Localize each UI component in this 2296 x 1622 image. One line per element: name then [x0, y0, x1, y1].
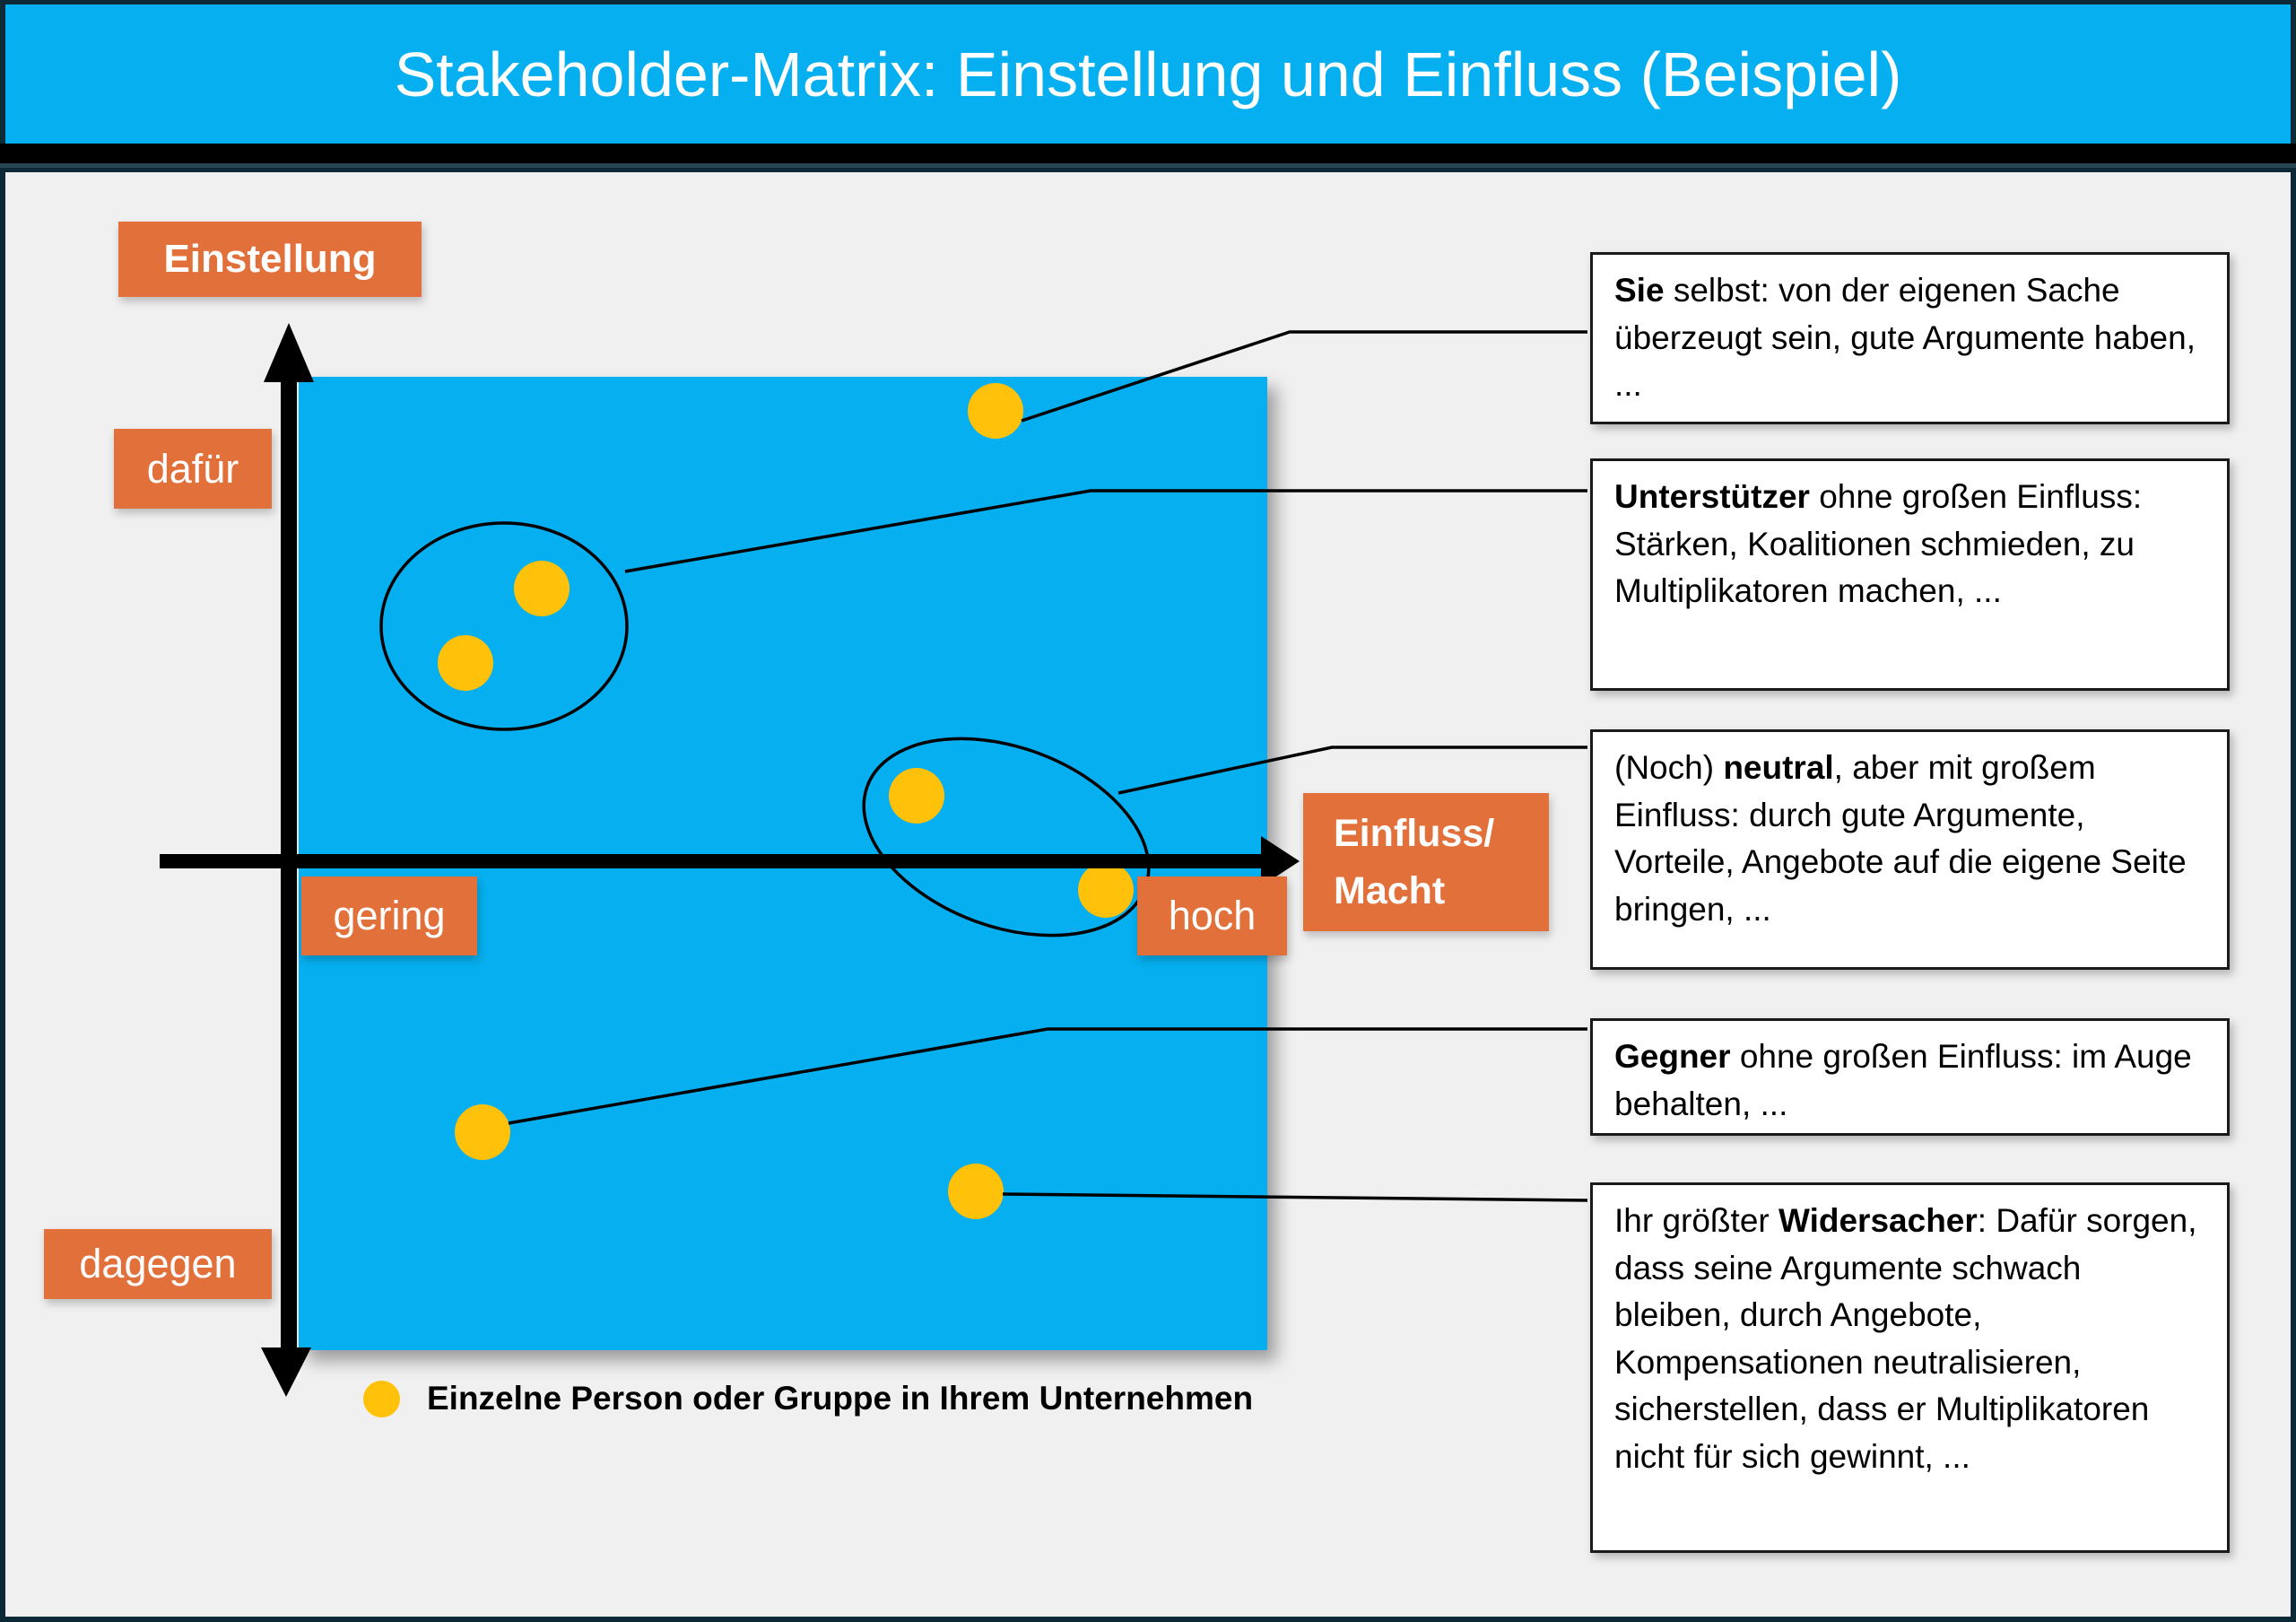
y-axis-title-label: Einstellung [163, 237, 377, 281]
x-axis-title: Einfluss/ Macht [1303, 793, 1549, 931]
page-title: Stakeholder-Matrix: Einstellung und Einf… [394, 39, 1902, 109]
annotation-text-segment: Ihr größter [1614, 1202, 1779, 1239]
annotation-box-neutral: (Noch) neutral, aber mit großem Einfluss… [1590, 729, 2230, 970]
matrix-quadrant-area [299, 377, 1267, 1350]
x-axis-high-label: hoch [1137, 876, 1287, 955]
y-axis-low-text: dagegen [79, 1241, 237, 1286]
annotation-box-sie-selbst: Sie selbst: von der eigenen Sache überze… [1590, 252, 2230, 424]
annotation-text-segment: selbst: von der eigenen Sache überzeugt … [1614, 272, 2196, 404]
annotation-text-segment: ohne großen Einfluss: im Auge behalten, … [1614, 1038, 2192, 1122]
x-axis-high-text: hoch [1168, 893, 1257, 938]
legend: Einzelne Person oder Gruppe in Ihrem Unt… [363, 1380, 1253, 1417]
annotation-text-segment: neutral [1723, 749, 1834, 786]
annotation-text-segment: , aber mit großem Einfluss: durch gute A… [1614, 749, 2187, 928]
annotation-text-segment: : Dafür sorgen, dass seine Argumente sch… [1614, 1202, 2197, 1475]
y-axis-high-label: dafür [114, 429, 272, 509]
annotation-text-segment: Sie [1614, 272, 1665, 309]
annotation-text-segment: Gegner [1614, 1038, 1731, 1075]
title-separator [0, 144, 2296, 168]
y-axis-high-text: dafür [146, 445, 239, 492]
annotation-box-widersacher: Ihr größter Widersacher: Dafür sorgen, d… [1590, 1182, 2230, 1553]
annotation-box-gegner: Gegner ohne großen Einfluss: im Auge beh… [1590, 1018, 2230, 1136]
x-axis-low-label: gering [301, 876, 477, 955]
annotation-text-segment: Widersacher [1779, 1202, 1978, 1239]
annotation-box-unterstuetzer: Unterstützer ohne großen Einfluss: Stärk… [1590, 458, 2230, 691]
legend-label: Einzelne Person oder Gruppe in Ihrem Unt… [427, 1380, 1254, 1417]
annotation-text-segment: ohne großen Einfluss: Stärken, Koalition… [1614, 478, 2143, 610]
x-axis-low-text: gering [333, 893, 446, 938]
x-axis-title-line2: Macht [1334, 869, 1446, 912]
x-axis-title-line1: Einfluss/ [1334, 811, 1495, 855]
annotation-text-segment: (Noch) [1614, 749, 1724, 786]
y-axis-title: Einstellung [118, 222, 422, 297]
annotation-text-segment: Unterstützer [1614, 478, 1810, 515]
y-axis-low-label: dagegen [44, 1229, 272, 1299]
title-bar: Stakeholder-Matrix: Einstellung und Einf… [5, 4, 2291, 144]
legend-dot-icon [363, 1380, 400, 1417]
